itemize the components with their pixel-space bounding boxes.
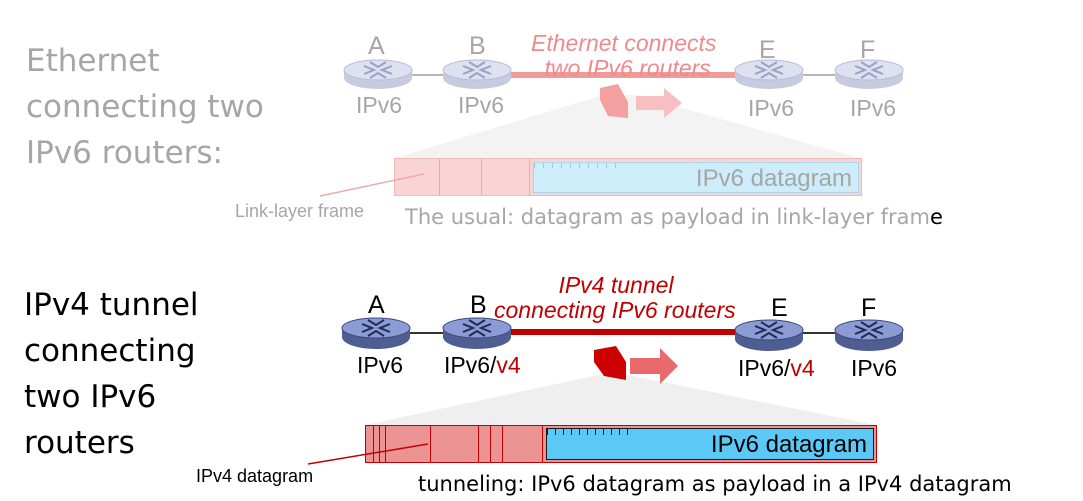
- bottom-frame-divider-4: [430, 426, 431, 462]
- bottom-side-line-4: routers: [24, 425, 135, 461]
- top-node-b-letter: B: [469, 32, 486, 60]
- top-caption-main: The usual: datagram as payload in link-l…: [405, 205, 930, 229]
- bottom-router-f-icon: [834, 319, 904, 351]
- bottom-node-a-type: IPv6: [357, 352, 403, 379]
- bottom-router-a-icon: [341, 317, 411, 349]
- top-frame-pointer: [319, 173, 425, 197]
- top-node-e-type: IPv6: [748, 95, 795, 121]
- bottom-side-line-2: connecting: [24, 333, 196, 369]
- bottom-frame-divider-2: [379, 426, 380, 462]
- top-side-line-1: Ethernet: [26, 43, 160, 79]
- top-zoom-wedge: [395, 95, 860, 158]
- top-link-label-line-1: Ethernet connects: [531, 30, 717, 56]
- top-ipv6-datagram-box: IPv6 datagram: [533, 162, 859, 193]
- top-node-f-type: IPv6: [850, 95, 897, 121]
- bottom-frame-divider-8: [542, 426, 543, 462]
- bottom-zoom-wedge: [366, 375, 876, 425]
- bottom-ipv6-datagram-box: IPv6 datagram: [546, 428, 874, 460]
- bottom-frame-divider-7: [502, 426, 503, 462]
- top-router-f-icon: [834, 59, 904, 89]
- bottom-node-f-type: IPv6: [851, 355, 897, 382]
- top-arrow-icon: [636, 88, 682, 118]
- bottom-frame-label: IPv4 datagram: [196, 466, 314, 486]
- bottom-side-text: IPv4 tunnel connecting two IPv6 routers: [24, 282, 199, 466]
- top-datagram-tick-row: [534, 163, 624, 168]
- bottom-tunnel-label-line-1: IPv4 tunnel: [558, 272, 674, 298]
- top-node-a-letter: A: [368, 32, 385, 60]
- top-datagram-label: IPv6 datagram: [695, 165, 852, 192]
- top-node-e-letter: E: [759, 36, 776, 64]
- bottom-frame-divider-3: [385, 426, 386, 462]
- bottom-node-f-letter: F: [861, 294, 877, 322]
- top-router-b-icon: [442, 59, 512, 89]
- bottom-node-b-type-base: IPv6/: [444, 352, 497, 378]
- bottom-node-e-type-suffix: v4: [790, 355, 815, 381]
- top-node-b-type: IPv6: [458, 92, 505, 118]
- bottom-node-a-letter: A: [368, 291, 385, 319]
- bottom-node-a-type-base: IPv6: [357, 352, 404, 378]
- bottom-arrow-icon: [630, 348, 678, 384]
- bottom-datagram-tick-row: [547, 429, 633, 435]
- bottom-tunnel-label: IPv4 tunnel connecting IPv6 routers: [494, 273, 774, 323]
- top-side-line-2: connecting two: [26, 89, 264, 125]
- top-side-line-3: IPv6 routers:: [26, 135, 224, 171]
- bottom-caption: tunneling: IPv6 datagram as payload in a…: [418, 472, 1012, 496]
- bottom-node-b-type: IPv6/v4: [444, 352, 521, 379]
- top-link-label-line-2: two IPv6 routers: [544, 55, 711, 81]
- top-packet-icon: [600, 84, 628, 118]
- bottom-frame-divider-1: [373, 426, 374, 462]
- bottom-side-line-1: IPv4 tunnel: [24, 287, 199, 323]
- top-caption: The usual: datagram as payload in link-l…: [405, 205, 943, 229]
- top-link-layer-frame: IPv6 datagram: [394, 158, 862, 196]
- top-node-a-type: IPv6: [356, 92, 403, 118]
- bottom-node-e-type: IPv6/v4: [738, 355, 815, 382]
- top-side-text: Ethernet connecting two IPv6 routers:: [26, 38, 264, 176]
- top-frame-divider-1: [439, 159, 440, 195]
- top-router-a-icon: [343, 59, 413, 89]
- top-frame-divider-2: [481, 159, 482, 195]
- top-router-e-icon: [734, 59, 804, 89]
- bottom-datagram-label: IPv6 datagram: [710, 431, 867, 458]
- bottom-node-b-type-suffix: v4: [496, 352, 521, 378]
- bottom-frame-divider-5: [478, 426, 479, 462]
- bottom-node-e-letter: E: [771, 294, 788, 322]
- top-node-f-letter: F: [860, 36, 876, 64]
- top-frame-label: Link-layer frame: [235, 201, 365, 221]
- top-links: [395, 72, 860, 158]
- top-caption-tail: e: [929, 205, 943, 229]
- bottom-router-b-icon: [442, 317, 512, 349]
- bottom-side-line-3: two IPv6: [24, 379, 157, 415]
- bottom-tunnel-label-line-2: connecting IPv6 routers: [494, 297, 736, 323]
- bottom-ipv4-frame: IPv6 datagram: [365, 425, 877, 463]
- bottom-router-e-icon: [734, 319, 804, 351]
- top-frame-divider-3: [529, 159, 530, 195]
- bottom-frame-pointer: [307, 443, 429, 465]
- bottom-node-b-letter: B: [470, 291, 487, 319]
- top-link-label: Ethernet connects two IPv6 routers: [531, 31, 716, 81]
- bottom-node-f-type-base: IPv6: [851, 355, 898, 381]
- bottom-packet-icon: [594, 346, 626, 380]
- bottom-frame-divider-6: [490, 426, 491, 462]
- bottom-node-e-type-base: IPv6/: [738, 355, 791, 381]
